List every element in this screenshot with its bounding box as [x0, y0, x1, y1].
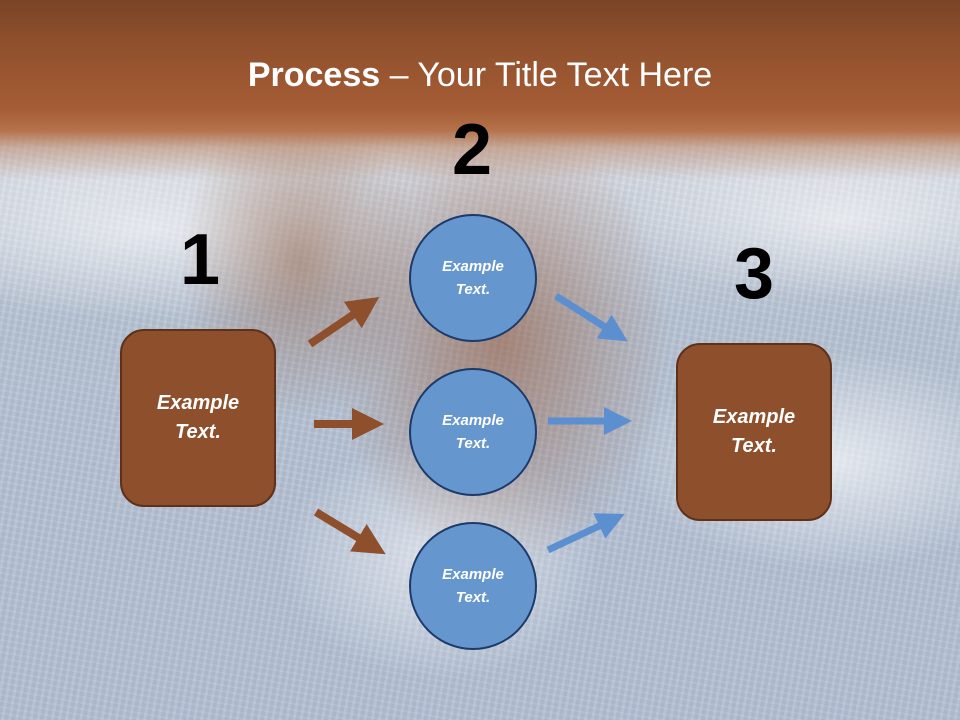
step-number-2: 2 [451, 110, 493, 190]
circle-1-line2: Text. [455, 281, 491, 298]
circle-2-line2: Text. [455, 435, 491, 452]
circle-2-line1: Example [442, 412, 504, 429]
step-number-1: 1 [179, 220, 221, 300]
title-rest: – Your Title Text Here [380, 56, 713, 94]
left-box-line2: Text. [175, 421, 221, 443]
circle-3-line1: Example [442, 566, 504, 583]
title-band [0, 0, 960, 180]
arrow-to-circle-1 [307, 297, 380, 348]
title-bold: Process [247, 56, 381, 94]
arrow-to-circle-3 [313, 508, 386, 555]
circle-3-line2: Text. [455, 589, 491, 606]
right-box-line1: Example [712, 406, 796, 428]
arrow-from-circle-1 [554, 293, 628, 342]
left-box-line1: Example [156, 392, 240, 414]
slide-title: Process – Your Title Text Here [0, 56, 960, 95]
right-box-line2: Text. [731, 435, 777, 457]
circle-1-line1: Example [442, 258, 504, 275]
arrow-from-circle-3 [546, 513, 625, 554]
step-number-3: 3 [733, 234, 775, 314]
